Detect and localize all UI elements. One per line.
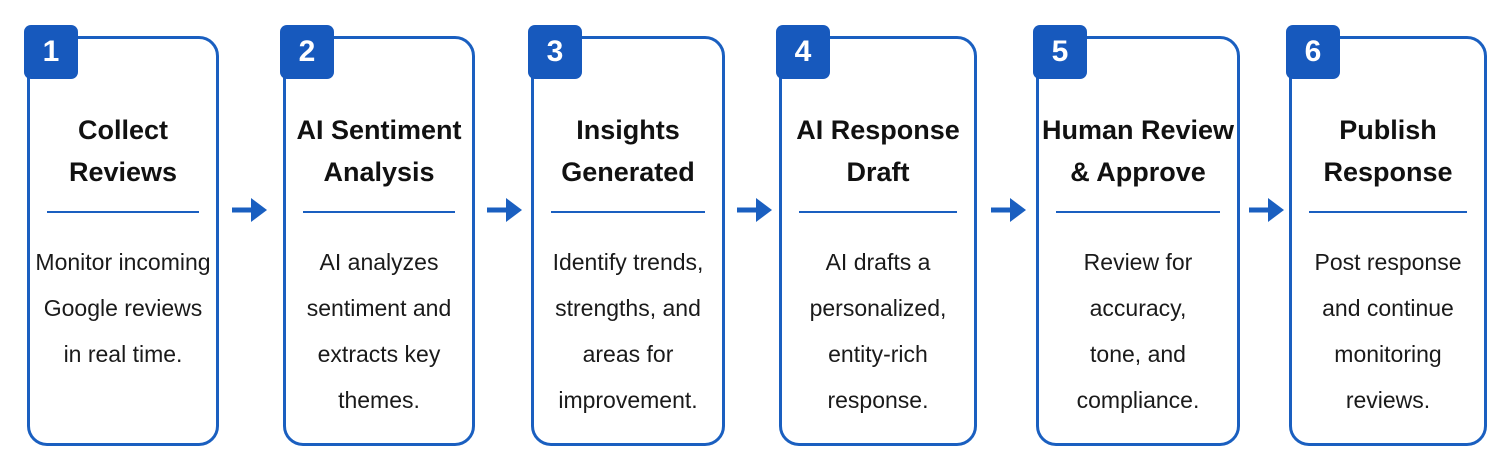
step-title-line: AI Response <box>796 115 960 145</box>
step-title-line: Collect <box>77 115 169 145</box>
step-description: Review for accuracy, tone, and complianc… <box>1039 239 1237 423</box>
step-desc-line: accuracy, <box>1089 295 1187 321</box>
step-number-badge: 2 <box>280 25 334 79</box>
step-description: AI drafts a personalized, entity-rich re… <box>782 239 974 423</box>
divider <box>303 211 455 213</box>
step-desc-line: compliance. <box>1076 387 1200 413</box>
step-desc-line: improvement. <box>558 387 698 413</box>
step-title-line: Human Review <box>1041 115 1235 145</box>
step-number-badge: 1 <box>24 25 78 79</box>
step-desc-line: personalized, <box>809 295 947 321</box>
divider <box>1056 211 1220 213</box>
step-desc-line: monitoring <box>1334 341 1442 367</box>
step-number-badge: 3 <box>528 25 582 79</box>
step-desc-line: response. <box>827 387 929 413</box>
step-title-line: Analysis <box>323 157 435 187</box>
step-card-5: 5 Human Review & Approve Review for accu… <box>1033 25 1240 446</box>
step-desc-line: Google reviews <box>43 295 203 321</box>
step-desc-line: sentiment and <box>306 295 452 321</box>
step-card-4: 4 AI Response Draft AI drafts a personal… <box>776 25 977 446</box>
step-description: Monitor incoming Google reviews in real … <box>30 239 216 377</box>
step-desc-line: entity-rich <box>828 341 928 367</box>
step-title-line: Publish <box>1339 115 1437 145</box>
step-desc-line: Review for <box>1083 249 1193 275</box>
step-title-line: Reviews <box>68 157 178 187</box>
step-description: Post response and continue monitoring re… <box>1292 239 1484 423</box>
step-card-2: 2 AI Sentiment Analysis AI analyzes sent… <box>280 25 475 446</box>
step-desc-line: Post response <box>1314 249 1462 275</box>
step-title: AI Response Draft <box>782 109 974 193</box>
step-desc-line: Monitor incoming <box>35 249 211 275</box>
divider <box>799 211 957 213</box>
step-card-1: 1 Collect Reviews Monitor incoming Googl… <box>24 25 219 446</box>
step-desc-line: themes. <box>338 387 420 413</box>
step-title: Publish Response <box>1292 109 1484 193</box>
arrow-right-icon <box>737 198 772 222</box>
divider <box>1309 211 1467 213</box>
step-title: Insights Generated <box>534 109 722 193</box>
step-title-line: Response <box>1323 157 1453 187</box>
divider <box>551 211 705 213</box>
step-title-line: Draft <box>846 157 910 187</box>
arrow-right-icon <box>232 198 267 222</box>
step-desc-line: AI drafts a <box>825 249 931 275</box>
step-title-line: Insights <box>576 115 680 145</box>
step-number-badge: 4 <box>776 25 830 79</box>
step-description: AI analyzes sentiment and extracts key t… <box>286 239 472 423</box>
step-desc-line: strengths, and <box>555 295 701 321</box>
step-title: Collect Reviews <box>30 109 216 193</box>
step-title: Human Review & Approve <box>1039 109 1237 193</box>
step-desc-line: tone, and <box>1090 341 1186 367</box>
step-desc-line: and continue <box>1322 295 1454 321</box>
arrow-right-icon <box>1249 198 1284 222</box>
step-description: Identify trends, strengths, and areas fo… <box>534 239 722 423</box>
step-title-line: AI Sentiment <box>296 115 462 145</box>
arrow-right-icon <box>487 198 522 222</box>
step-desc-line: AI analyzes <box>319 249 439 275</box>
step-title: AI Sentiment Analysis <box>286 109 472 193</box>
step-title-line: Generated <box>561 157 695 187</box>
step-desc-line: extracts key <box>317 341 441 367</box>
divider <box>47 211 199 213</box>
step-desc-line: Identify trends, <box>552 249 704 275</box>
step-title-line: & Approve <box>1070 157 1206 187</box>
step-desc-line: areas for <box>582 341 674 367</box>
step-desc-line: reviews. <box>1345 387 1431 413</box>
step-card-3: 3 Insights Generated Identify trends, st… <box>528 25 725 446</box>
arrow-right-icon <box>991 198 1026 222</box>
step-number-badge: 5 <box>1033 25 1087 79</box>
step-desc-line: in real time. <box>63 341 183 367</box>
step-card-6: 6 Publish Response Post response and con… <box>1286 25 1487 446</box>
step-number-badge: 6 <box>1286 25 1340 79</box>
